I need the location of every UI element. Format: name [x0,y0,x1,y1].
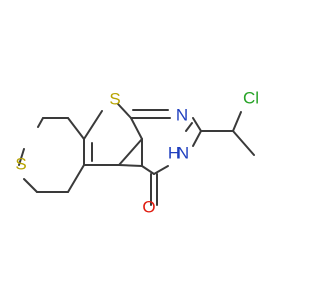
bond [23,178,38,193]
bond [130,117,143,140]
bond [192,117,202,132]
bond [232,130,255,156]
amide-hydrogen-label: H [168,143,180,162]
bond [185,122,193,132]
thiopyran-sulfur-label: S [15,154,26,173]
bond [153,165,169,175]
carbonyl-oxygen-label: O [142,197,155,216]
bond [83,110,103,140]
ring-nitrogen-label: N [176,105,188,124]
bond [67,164,85,193]
chlorine-label: Cl [243,88,259,107]
amide-nitrogen-label: N [177,143,189,162]
bond [232,111,242,132]
atom-labels: S S N N H O Cl [15,88,259,216]
bond [141,165,155,175]
bond [192,130,202,147]
bond [118,164,143,167]
thiophene-sulfur-label: S [109,89,120,108]
bond [67,117,85,140]
bond [118,138,143,166]
bond [117,103,132,119]
molecule-structure-diagram: S S N N H O Cl [15,88,259,216]
bond [18,148,25,166]
bond [37,117,44,128]
bond-lines [18,103,255,206]
